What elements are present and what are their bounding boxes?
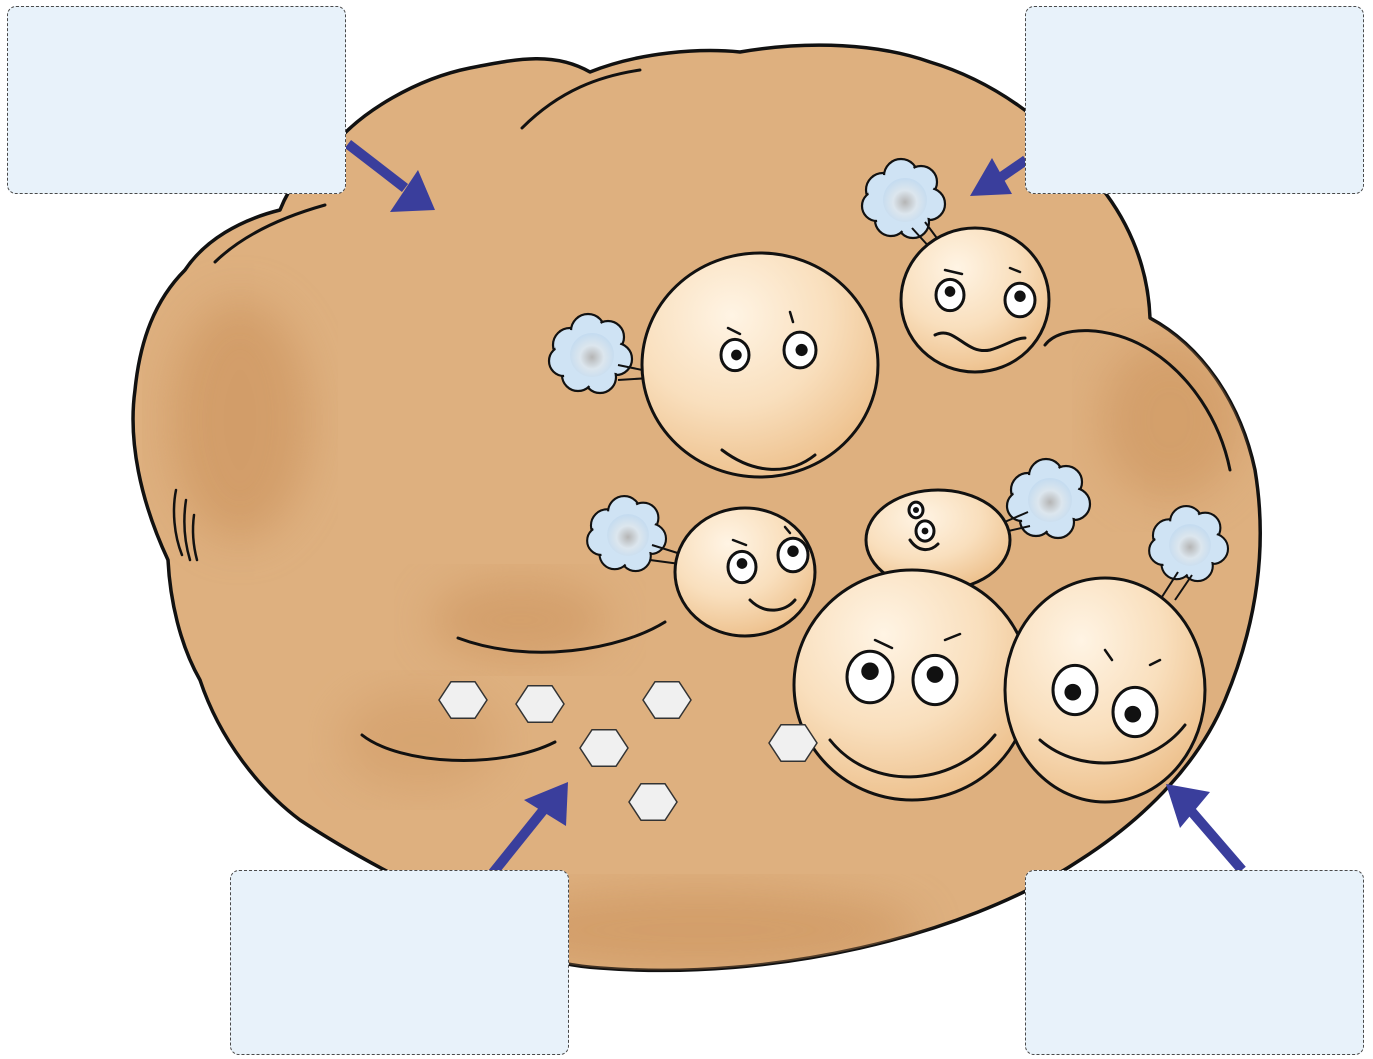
label-box-top-left[interactable] <box>7 6 346 194</box>
label-box-bottom-left[interactable] <box>230 870 569 1055</box>
yeast-cell-icon <box>794 570 1030 800</box>
pointer-arrow-icon <box>1166 784 1242 870</box>
yeast-cell-icon <box>901 228 1049 372</box>
label-box-bottom-right[interactable] <box>1025 870 1364 1055</box>
yeast-cell-icon <box>642 253 878 477</box>
yeast-cell-icon <box>675 508 815 636</box>
yeast-cell-icon <box>1005 578 1205 802</box>
label-box-top-right[interactable] <box>1025 6 1364 194</box>
